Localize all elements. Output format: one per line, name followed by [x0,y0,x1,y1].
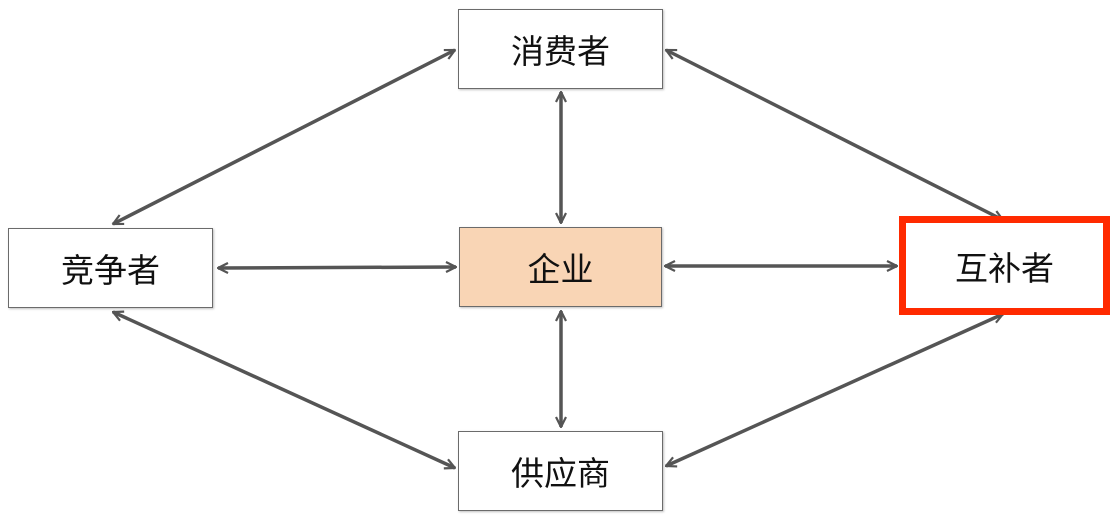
consumer-box: 消费者 [458,9,663,89]
arrow-competitor-supplier [113,310,455,470]
supplier-label: 供应商 [511,454,610,493]
enterprise-label: 企业 [527,250,594,289]
supplier-box: 供应商 [458,431,663,511]
arrow-consumer-competitor [113,48,455,226]
competitor-box: 竞争者 [8,228,213,308]
arrow-supplier-complementor [666,312,1003,468]
arrow-competitor-enterprise [218,267,456,268]
complementor-label: 互补者 [955,248,1054,288]
competitor-label: 竞争者 [61,251,160,290]
enterprise-box: 企业 [459,227,662,307]
complementor-box-highlighted: 互补者 [899,216,1110,315]
consumer-label: 消费者 [511,32,610,71]
arrow-consumer-complementor [666,48,1003,222]
